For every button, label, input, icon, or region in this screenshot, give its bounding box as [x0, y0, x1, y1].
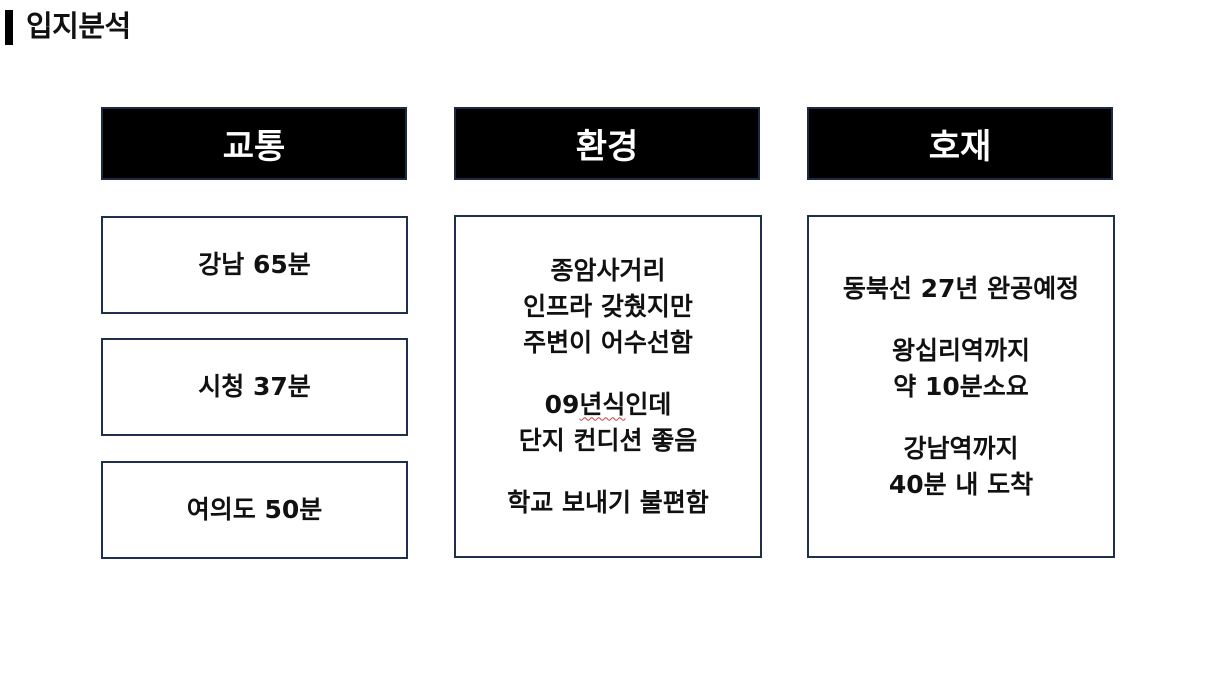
spellcheck-flagged-text: 년식: [579, 389, 626, 419]
header-environment: 환경: [454, 107, 760, 180]
header-transport: 교통: [101, 107, 407, 180]
transport-item-yeouido: 여의도 50분: [101, 461, 408, 559]
development-box: 동북선 27년 완공예정 왕십리역까지 약 10분소요 강남역까지 40분 내 …: [807, 215, 1115, 558]
development-line: 약 10분소요: [893, 371, 1029, 401]
environment-line: 종암사거리: [550, 255, 666, 285]
development-line: 강남역까지: [903, 433, 1019, 463]
transport-item-text: 시청 37분: [198, 372, 311, 401]
environment-line: 학교 보내기 불편함: [507, 487, 709, 517]
transport-item-gangnam: 강남 65분: [101, 216, 408, 314]
title-accent-bar: [5, 10, 13, 45]
development-line: 동북선 27년 완공예정: [842, 273, 1080, 303]
page-title: 입지분석: [26, 9, 131, 43]
environment-line: 주변이 어수선함: [523, 327, 693, 357]
environment-text: 인데: [625, 389, 672, 419]
header-development: 호재: [807, 107, 1113, 180]
environment-line: 인프라 갖췄지만: [523, 291, 693, 321]
environment-text: 09: [544, 389, 580, 419]
transport-item-city-hall: 시청 37분: [101, 338, 408, 436]
environment-box: 종암사거리 인프라 갖췄지만 주변이 어수선함 09년식인데 단지 컨디션 좋음…: [454, 215, 762, 558]
transport-item-text: 강남 65분: [198, 250, 311, 279]
development-line: 40분 내 도착: [888, 469, 1034, 499]
development-line: 왕십리역까지: [891, 335, 1030, 365]
transport-item-text: 여의도 50분: [186, 495, 323, 524]
environment-line: 단지 컨디션 좋음: [518, 425, 698, 455]
environment-line: 09년식인데: [545, 387, 672, 423]
